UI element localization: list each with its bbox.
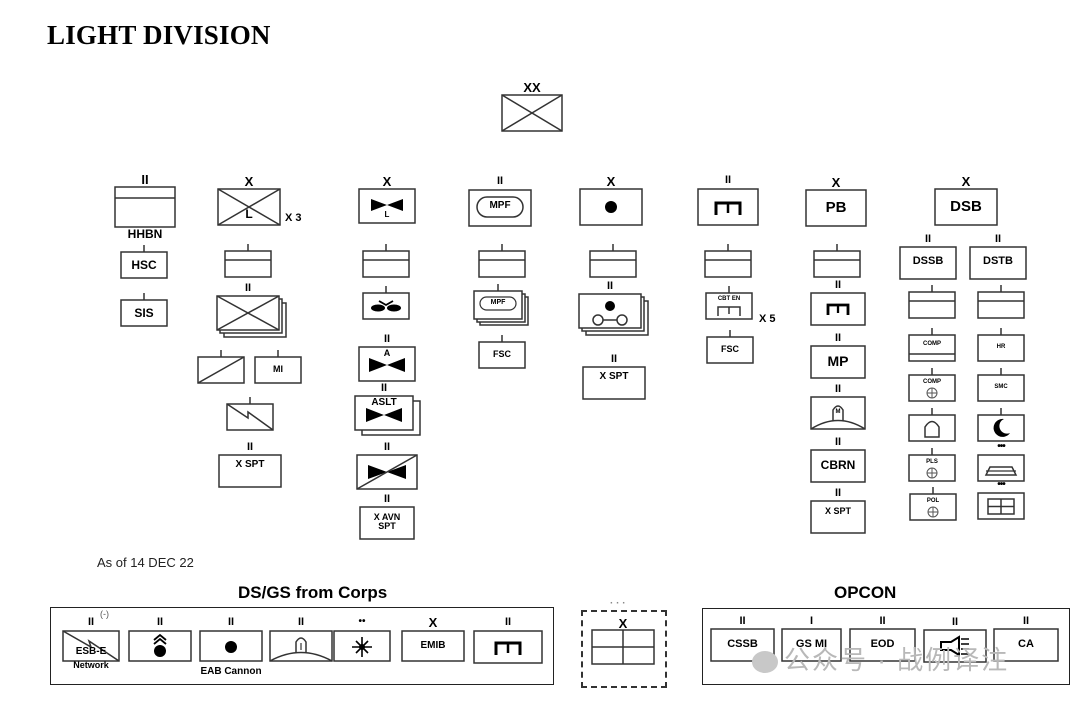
assault-battalion-stack: II ASLT — [354, 382, 422, 437]
mpf-fsc-symbol: FSC — [478, 335, 526, 369]
pb-support-battalion-symbol: II X SPT — [810, 487, 866, 534]
hsc-symbol: HSC — [120, 245, 168, 279]
mp-battalion-symbol: II MP — [810, 332, 866, 379]
corps-engineer-symbol: II — [473, 616, 543, 664]
protection-brigade-symbol: X PB — [805, 175, 867, 227]
esb-e-symbol: II (-) ESB-E Network — [62, 609, 120, 670]
echelon-marker: XX — [523, 80, 541, 95]
cab-hhc-symbol — [362, 244, 410, 278]
divarty-support-battalion-symbol: II X SPT — [582, 353, 646, 400]
engineer-battalion-symbol: II — [697, 174, 759, 226]
smc-company-symbol: SMC — [977, 368, 1025, 402]
cbrn-battalion-symbol: II CBRN — [810, 436, 866, 483]
dstb-symbol: II DSTB — [969, 233, 1027, 280]
division-hq-symbol: XX — [501, 80, 563, 132]
dssb-comp-supply-symbol: COMP — [908, 368, 956, 402]
pb-engineer-battalion-symbol: II — [810, 279, 866, 326]
brigade-support-battalion-symbol: II X SPT — [218, 441, 282, 488]
infantry-battalion-stack: II — [216, 282, 288, 339]
medical-company-symbol — [977, 408, 1025, 442]
towed-artillery-stack: II — [578, 280, 650, 337]
cavalry-troop-symbol — [197, 350, 245, 384]
wechat-icon — [752, 651, 778, 674]
cab-symbol: X L — [358, 174, 416, 224]
opcon-frame — [702, 608, 1070, 685]
as-of-date: As of 14 DEC 22 — [97, 555, 194, 570]
emib-symbol: X EMIB — [401, 615, 465, 662]
maintenance-company-symbol — [908, 408, 956, 442]
watermark: 公众号 · 战例译注 — [752, 640, 1009, 677]
dsb-symbol: X DSB — [934, 174, 998, 226]
signal-company-symbol — [226, 397, 274, 431]
ibct-multiplier: X 3 — [285, 212, 302, 224]
mi-sensor-symbol: II — [269, 616, 333, 662]
ds-gs-frame — [50, 607, 554, 685]
mpf-company-stack: MPF — [473, 284, 531, 328]
engineer-hhc-symbol — [704, 244, 752, 278]
aviation-recon-symbol: II A — [356, 441, 418, 490]
page-title: LIGHT DIVISION — [47, 20, 271, 50]
combat-engineer-company-symbol: CBT EN — [705, 286, 753, 320]
gs-mi-symbol: I GS MI — [781, 615, 842, 662]
ibct-hhc-symbol — [224, 244, 272, 278]
dstb-hhd-symbol — [977, 285, 1025, 319]
uav-company-symbol — [362, 286, 410, 320]
divarty-symbol: X — [579, 174, 643, 226]
hhbn-label: HHBN — [127, 227, 163, 241]
sustainment-brigade-symbol: X — [591, 616, 655, 665]
pol-company-symbol: POL — [909, 487, 957, 521]
dssb-comp-hq-symbol: COMP — [908, 328, 956, 362]
psyop-symbol: II — [923, 616, 987, 663]
sis-symbol: SIS — [120, 293, 168, 327]
electronic-warfare-symbol: •• — [333, 616, 391, 662]
mi-battalion-symbol: II M — [810, 383, 866, 430]
engineer-fsc-symbol: FSC — [706, 330, 754, 364]
mi-company-symbol: MI — [254, 350, 302, 384]
civil-affairs-symbol: II CA — [993, 615, 1059, 662]
eab-cannon-symbol: II EAB Cannon — [199, 616, 263, 677]
combat-engineer-multiplier: X 5 — [759, 313, 776, 325]
divarty-hhb-symbol — [589, 244, 637, 278]
attached-dots: · · · — [610, 598, 626, 609]
dssb-symbol: II DSSB — [899, 233, 957, 280]
pls-company-symbol: PLS — [908, 448, 956, 482]
hhbn-symbol: II HHBN — [114, 172, 176, 240]
dssb-hhd-symbol — [908, 285, 956, 319]
hr-company-symbol: HR — [977, 328, 1025, 362]
ibct-symbol: X L — [217, 174, 281, 226]
attached-sustainment-frame — [581, 610, 667, 688]
attack-battalion-symbol: II A — [358, 333, 416, 382]
eab-cannon-caption: EAB Cannon — [200, 666, 262, 677]
medical-platoon-symbol: ••• — [977, 479, 1025, 520]
aviation-support-battalion-symbol: II X AVN SPT — [359, 493, 415, 540]
transport-platoon-symbol: ••• — [977, 441, 1025, 482]
opcon-heading: OPCON — [834, 583, 897, 602]
mpf-battalion-symbol: II MPF — [468, 175, 532, 227]
pb-hhc-symbol — [813, 244, 861, 278]
ds-gs-heading: DS/GS from Corps — [238, 583, 388, 602]
air-defense-symbol: II — [128, 616, 192, 662]
mpf-hhc-symbol — [478, 244, 526, 278]
eod-symbol: II EOD — [849, 615, 916, 662]
